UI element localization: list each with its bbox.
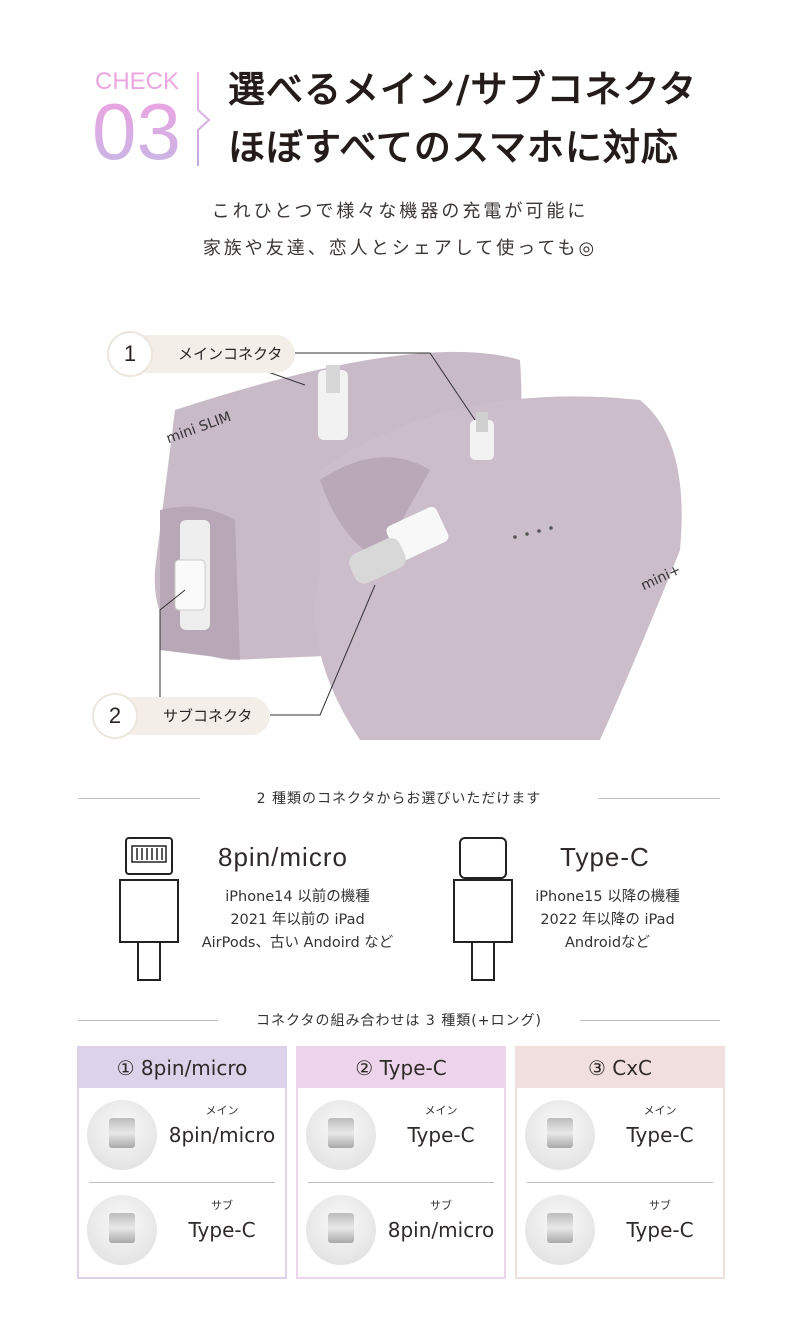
intro-line-2: 家族や友達、恋人とシェアして使っても◎ [202, 238, 598, 259]
role-label: メイン [205, 1104, 239, 1117]
sub-connector-cell: サブ Type-C [517, 1183, 723, 1277]
role-label: サブ [211, 1199, 233, 1212]
combo-column-1: ① 8pin/micro メイン 8pin/micro サブ Type-C [77, 1046, 287, 1279]
main-connector-cell: メイン Type-C [298, 1088, 504, 1182]
desc-line: 2022 年以降の iPad [540, 912, 675, 928]
divider [527, 1182, 713, 1183]
main-connector-cell: メイン Type-C [517, 1088, 723, 1182]
product-photo: メインコネクタ 1 サブコネクタ 2 mini SLIM mini+ [0, 320, 800, 760]
chevron-divider-icon [197, 72, 211, 166]
connector-title: 8pin/micro [218, 842, 348, 872]
callout-main-connector: メインコネクタ [130, 335, 295, 373]
desc-line: 2021 年以前の iPad [230, 912, 365, 928]
power-bank-illustration [154, 351, 682, 740]
connector-value: 8pin/micro [387, 1218, 495, 1242]
callout-number: 2 [92, 693, 138, 739]
connectors-heading: 2 種類のコネクタからお選びいただけます [78, 788, 720, 808]
combos-heading: コネクタの組み合わせは 3 種類(+ロング) [78, 1010, 720, 1030]
combo-column-3: ③ CxC メイン Type-C サブ Type-C [515, 1046, 725, 1279]
intro-line-1: これひとつで様々な機器の充電が可能に [211, 201, 589, 222]
main-connector-cell: メイン 8pin/micro [79, 1088, 285, 1182]
callout-number: 1 [107, 331, 153, 377]
check-number: 03 [92, 87, 181, 176]
role-label: サブ [430, 1199, 452, 1212]
connector-photo [87, 1195, 157, 1265]
title-line-2: ほぼすべてのスマホに対応 [228, 126, 679, 169]
connector-photo [87, 1100, 157, 1170]
connector-value: 8pin/micro [168, 1123, 276, 1147]
callout-label: メインコネクタ [178, 345, 283, 363]
desc-line: AirPods、古い Andoird など [201, 935, 394, 951]
connector-photo [306, 1195, 376, 1265]
desc-line: Androidなど [564, 935, 651, 951]
divider [89, 1182, 275, 1183]
role-label: メイン [424, 1104, 458, 1117]
combos-heading-text: コネクタの組み合わせは 3 種類(+ロング) [256, 1013, 542, 1029]
usb-c-connector-icon [453, 837, 513, 981]
combo-title: ③ CxC [517, 1048, 723, 1088]
connectors-heading-text: 2 種類のコネクタからお選びいただけます [256, 791, 542, 807]
desc-line: iPhone15 以降の機種 [535, 889, 680, 905]
connector-photo [525, 1195, 595, 1265]
lightning-connector-icon [119, 837, 179, 981]
connector-description: iPhone15 以降の機種 2022 年以降の iPad Androidなど [510, 886, 705, 955]
desc-line: iPhone14 以前の機種 [225, 889, 370, 905]
sub-connector-cell: サブ Type-C [79, 1183, 285, 1277]
combo-column-2: ② Type-C メイン Type-C サブ 8pin/micro [296, 1046, 506, 1279]
combo-title: ② Type-C [298, 1048, 504, 1088]
role-label: メイン [643, 1104, 677, 1117]
combo-title: ① 8pin/micro [79, 1048, 285, 1088]
check-label: CHECK [95, 68, 180, 95]
callout-sub-connector: サブコネクタ [115, 697, 270, 735]
connector-value: Type-C [626, 1218, 694, 1242]
connector-photo [525, 1100, 595, 1170]
title-line-1: 選べるメイン/サブコネクタ [228, 68, 698, 111]
connector-value: Type-C [626, 1123, 694, 1147]
connector-title: Type-C [560, 842, 650, 872]
connector-value: Type-C [407, 1123, 475, 1147]
divider [308, 1182, 494, 1183]
connector-description: iPhone14 以前の機種 2021 年以前の iPad AirPods、古い… [190, 886, 405, 955]
sub-connector-cell: サブ 8pin/micro [298, 1183, 504, 1277]
callout-label: サブコネクタ [163, 707, 253, 725]
connector-photo [306, 1100, 376, 1170]
connector-value: Type-C [188, 1218, 256, 1242]
role-label: サブ [649, 1199, 671, 1212]
